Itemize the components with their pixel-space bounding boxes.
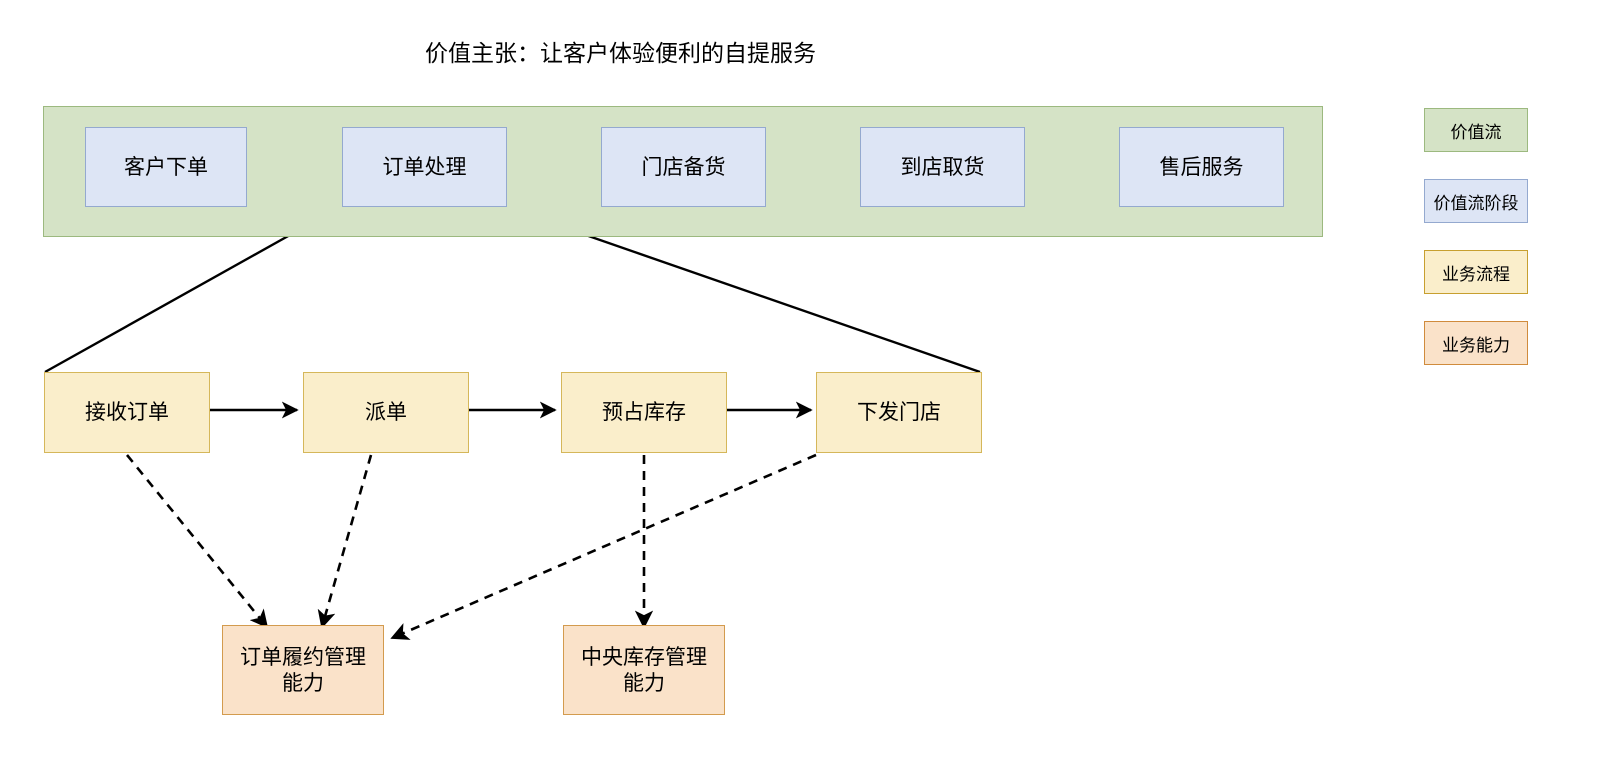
stage-label: 售后服务 bbox=[1159, 154, 1244, 179]
process-label: 下发门店 bbox=[857, 400, 941, 425]
stage-label: 到店取货 bbox=[900, 154, 985, 179]
legend-label: 价值流阶段 bbox=[1433, 193, 1519, 214]
edge-capability-links bbox=[125, 453, 817, 640]
legend-label: 业务流程 bbox=[1442, 264, 1510, 285]
edge-receive-order-to-order-fulfillment bbox=[125, 454, 269, 629]
page-title: 价值主张：让客户体验便利的自提服务 bbox=[425, 41, 816, 67]
legend-item-value-stream-stage[interactable]: 价值流阶段 bbox=[1424, 179, 1528, 223]
process-send-to-store[interactable]: 下发门店 bbox=[816, 372, 982, 453]
capability-order-fulfillment[interactable]: 订单履约管理 能力 bbox=[222, 625, 384, 715]
legend-label: 价值流 bbox=[1450, 122, 1502, 143]
stage-after-sales[interactable]: 售后服务 bbox=[1119, 127, 1284, 207]
stage-store-stocking[interactable]: 门店备货 bbox=[601, 127, 766, 207]
stage-order-processing[interactable]: 订单处理 bbox=[342, 127, 507, 207]
process-label: 派单 bbox=[365, 400, 407, 425]
process-dispatch[interactable]: 派单 bbox=[303, 372, 469, 453]
stage-customer-order[interactable]: 客户下单 bbox=[85, 127, 247, 207]
process-label: 预占库存 bbox=[602, 400, 686, 425]
capability-label: 订单履约管理 能力 bbox=[240, 644, 366, 695]
legend-item-value-stream[interactable]: 价值流 bbox=[1424, 108, 1528, 152]
capability-label: 中央库存管理 能力 bbox=[581, 644, 707, 695]
legend-label: 业务能力 bbox=[1442, 335, 1510, 356]
stage-label: 订单处理 bbox=[382, 154, 467, 179]
legend-item-business-capability[interactable]: 业务能力 bbox=[1424, 321, 1528, 365]
stage-store-pickup[interactable]: 到店取货 bbox=[860, 127, 1025, 207]
stage-label: 门店备货 bbox=[641, 154, 726, 179]
edge-dispatch-to-order-fulfillment bbox=[317, 454, 373, 629]
process-label: 接收订单 bbox=[85, 400, 169, 425]
process-reserve-inventory[interactable]: 预占库存 bbox=[561, 372, 727, 453]
capability-central-inventory[interactable]: 中央库存管理 能力 bbox=[563, 625, 725, 715]
stage-label: 客户下单 bbox=[124, 154, 208, 179]
edge-send-to-store-to-order-fulfillment bbox=[390, 453, 817, 640]
process-receive-order[interactable]: 接收订单 bbox=[44, 372, 210, 453]
legend-item-business-process[interactable]: 业务流程 bbox=[1424, 250, 1528, 294]
